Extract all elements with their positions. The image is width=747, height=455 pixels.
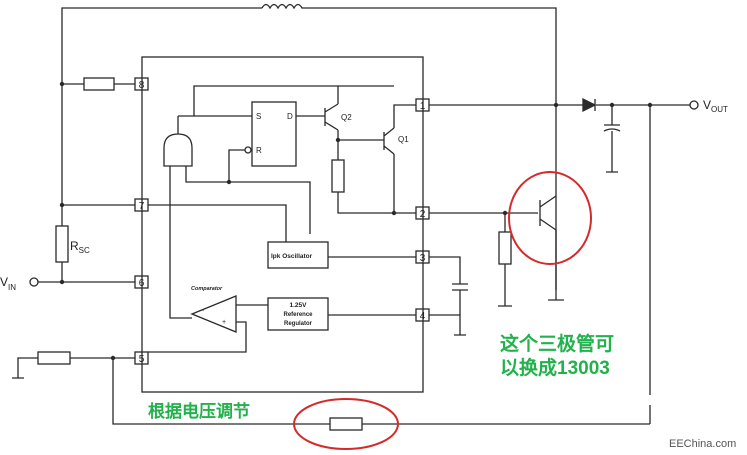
and-gate (163, 133, 193, 167)
pin-8-label: 8 (139, 80, 145, 91)
rsc-sub: SC (79, 246, 90, 255)
pin-8 (134, 77, 149, 91)
rsc-main: R (70, 239, 79, 253)
resistor-feedback (329, 417, 363, 431)
diode (582, 97, 597, 113)
pin-3-label: 3 (420, 253, 426, 264)
wire-pin7 (61, 84, 135, 206)
transistor-q2 (324, 103, 339, 131)
wire-q2-resistor (337, 140, 416, 214)
pin-6-label: 6 (139, 278, 145, 289)
highlight-transistor (508, 171, 592, 265)
transistor-external (539, 195, 557, 231)
ic-package (141, 56, 424, 393)
wire-q2-emitter (337, 130, 384, 141)
q1-label: Q1 (398, 135, 409, 144)
reference-regulator-block (267, 297, 329, 331)
resistor-internal (331, 159, 345, 193)
q2-label: Q2 (341, 113, 352, 122)
comparator-minus: – (200, 307, 204, 314)
junctions (59, 81, 653, 361)
wire-q1-collector (393, 104, 416, 128)
pin-6 (134, 275, 149, 289)
vout-sub: OUT (711, 105, 728, 114)
inductor (261, 3, 308, 10)
vin-sub: IN (8, 283, 16, 292)
vout-label: VOUT (703, 98, 728, 114)
pin-7-label: 7 (139, 201, 145, 212)
vin-label: VIN (0, 275, 16, 292)
output-capacitor-ground (603, 128, 621, 173)
wire-ff-r (228, 149, 245, 182)
pin-2-label: 2 (420, 209, 426, 220)
output-capacitor (604, 105, 620, 126)
resistor-pin8 (83, 77, 115, 91)
pin-1-label: 1 (420, 101, 426, 112)
resistor-pin5 (37, 351, 71, 365)
flip-flop (251, 101, 297, 167)
wire-pin5-ground (12, 357, 135, 379)
vout-main: V (703, 98, 711, 112)
wire-and-in2 (185, 166, 311, 234)
vin-terminal (29, 277, 39, 287)
resistor-note: 根据电压调节 (148, 401, 250, 421)
reference-label-2: Reference (283, 312, 313, 318)
transistor-note-line1: 这个三极管可 (500, 332, 614, 355)
comparator-label: Comparator (191, 286, 223, 292)
wire-and-in1 (169, 166, 192, 319)
wire-comp-pin5 (148, 321, 247, 353)
wire-ext-ground (548, 230, 564, 301)
rsc-label: RSC (70, 239, 90, 255)
resistor-rsc (55, 225, 69, 263)
vin-main: V (0, 275, 8, 289)
comparator-plus: + (222, 319, 226, 326)
flip-flop-s-label: S (256, 112, 261, 121)
wire-q2-collector (193, 85, 394, 116)
wire-pin4-ground (429, 314, 466, 336)
wire-feedback (112, 358, 650, 425)
transistor-note-line2: 以换成13003 (500, 356, 610, 379)
watermark: EEChina.com (669, 438, 736, 450)
flip-flop-d-label: D (287, 112, 293, 121)
resistor-external (498, 231, 512, 265)
timing-capacitor (429, 256, 468, 300)
pin-5-label: 5 (139, 354, 145, 365)
oscillator-label: Ipk Oscillator (271, 253, 313, 260)
flip-flop-r-label: R (256, 146, 262, 155)
flip-flop-r-inverter (244, 146, 252, 154)
comparator (190, 295, 237, 333)
wire-ext-resistor (498, 213, 512, 307)
oscillator-block (267, 241, 329, 269)
vout-terminal (689, 100, 699, 110)
pin-4-label: 4 (420, 311, 426, 322)
wire-top-loop (61, 7, 557, 290)
reference-label-1: 1.25V (290, 302, 308, 309)
wire-osc-pin7 (148, 204, 287, 242)
transistor-q1 (383, 127, 395, 155)
highlight-resistor (293, 398, 399, 450)
reference-label-3: Regulator (284, 321, 313, 327)
pin-5 (134, 351, 149, 365)
